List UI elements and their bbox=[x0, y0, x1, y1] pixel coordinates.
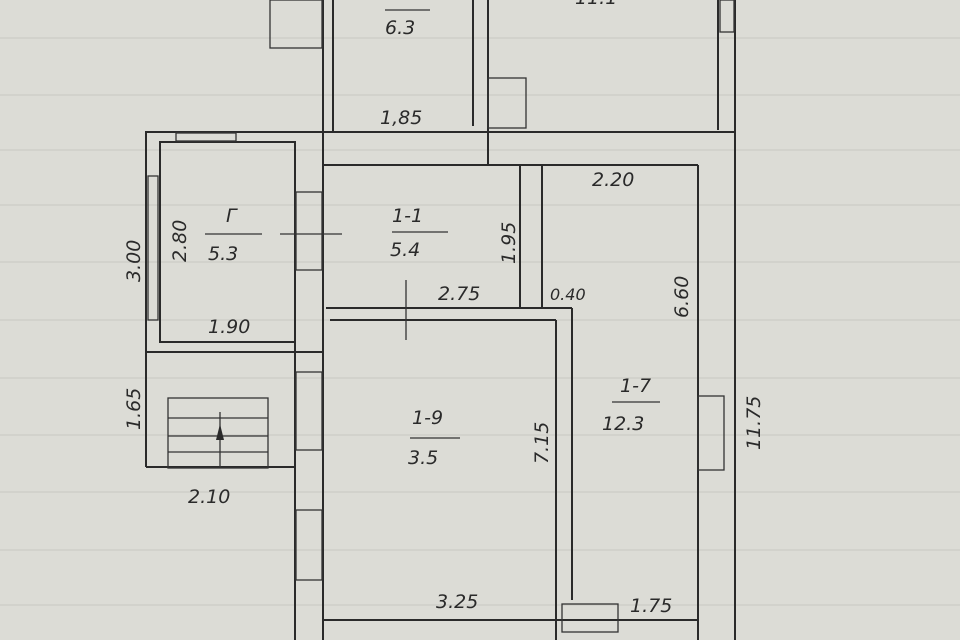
dim-2-10: 2.10 bbox=[188, 486, 230, 508]
walls bbox=[145, 0, 736, 640]
stairs bbox=[167, 397, 269, 469]
room-1-7-label: 1-7 bbox=[620, 375, 651, 397]
dim-6-60: 6.60 bbox=[671, 276, 693, 318]
room-1-7-area: 12.3 bbox=[602, 413, 644, 435]
room-top-left-area: 6.3 bbox=[385, 17, 415, 39]
paper-grid bbox=[0, 37, 960, 606]
dim-1-90: 1.90 bbox=[208, 316, 250, 338]
room-top-right-area: 11.1 bbox=[575, 0, 617, 9]
fraction-bars bbox=[205, 9, 660, 439]
dim-1-75: 1.75 bbox=[630, 595, 672, 617]
room-g-label: Г bbox=[226, 205, 238, 227]
room-1-1-label: 1-1 bbox=[392, 205, 423, 227]
dim-7-15: 7.15 bbox=[531, 422, 553, 464]
dim-2-20: 2.20 bbox=[592, 169, 634, 191]
dim-1-65: 1.65 bbox=[123, 388, 145, 430]
dim-2-75: 2.75 bbox=[438, 283, 480, 305]
dim-0-40: 0.40 bbox=[550, 285, 586, 304]
openings bbox=[147, 0, 735, 633]
dim-3-00: 3.00 bbox=[123, 240, 145, 282]
room-1-9-label: 1-9 bbox=[412, 407, 443, 429]
room-1-1-area: 5.4 bbox=[390, 239, 420, 261]
dim-1-85: 1,85 bbox=[380, 107, 422, 129]
dim-1-95: 1.95 bbox=[498, 222, 520, 264]
dim-2-80: 2.80 bbox=[169, 220, 191, 262]
dim-3-25: 3.25 bbox=[436, 591, 478, 613]
room-1-9-area: 3.5 bbox=[408, 447, 438, 469]
room-g-area: 5.3 bbox=[208, 243, 238, 265]
stair-arrow-icon bbox=[216, 424, 224, 440]
dim-11-75: 11.75 bbox=[743, 396, 765, 450]
